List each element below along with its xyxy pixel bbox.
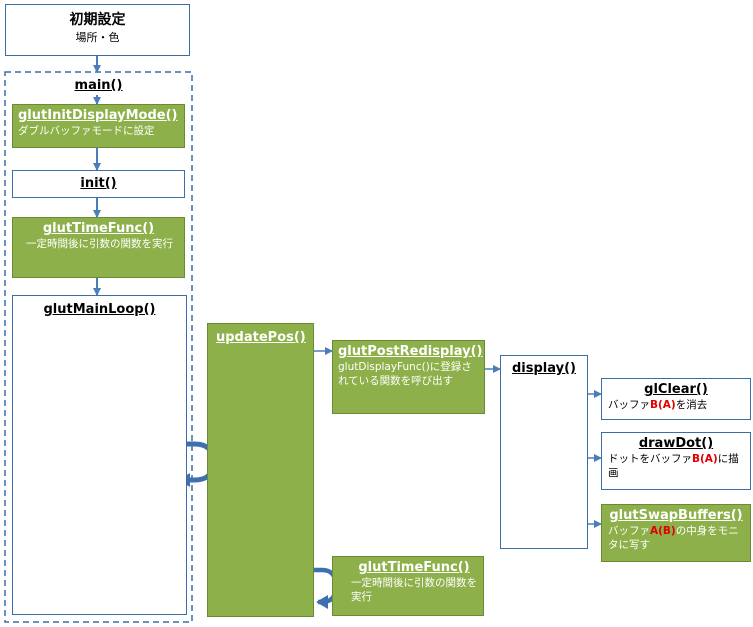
glClear-desc-post: を消去 — [675, 399, 708, 411]
glutTimeFunc-desc-1: 一定時間後に引数の関数を実行 — [26, 238, 173, 250]
glutInitDisplayMode-box: glutInitDisplayMode() ダブルバッファモードに設定 — [12, 104, 185, 148]
drawDot-box: drawDot() ドットをバッファB(A)に描画 — [601, 432, 751, 490]
main-label: main() — [5, 78, 192, 96]
drawDot-title: drawDot() — [638, 436, 714, 451]
glutInitDisplayMode-title: glutInitDisplayMode() — [18, 108, 178, 123]
glutSwapBuffers-desc-pre: バッファ — [608, 525, 650, 537]
updatePos-title: updatePos() — [216, 330, 306, 345]
glutTimeFunc-title-2: glutTimeFunc() — [358, 560, 470, 575]
init-box: init() — [12, 170, 185, 198]
glClear-title: glClear() — [644, 382, 708, 397]
glutPostRedisplay-desc: glutDisplayFunc()に登録されている関数を呼び出す — [338, 361, 472, 387]
init-settings-subtitle: 場所・色 — [75, 31, 120, 44]
glutSwapBuffers-desc-buffer: A(B) — [650, 525, 676, 537]
display-box: display() — [500, 355, 588, 549]
glClear-desc-buffer: B(A) — [650, 399, 676, 411]
init-settings-title: 初期設定 — [69, 12, 126, 28]
glutPostRedisplay-title: glutPostRedisplay() — [338, 344, 483, 359]
glutTimeFunc-desc-2: 一定時間後に引数の関数を実行 — [351, 577, 477, 603]
glClear-box: glClear() バッファB(A)を消去 — [601, 378, 751, 420]
updatePos-box: updatePos() — [207, 323, 314, 617]
drawDot-desc-pre: ドットをバッファ — [608, 453, 692, 465]
drawDot-desc-buffer: B(A) — [692, 453, 718, 465]
main-title: main() — [74, 78, 123, 93]
init-settings-box: 初期設定 場所・色 — [5, 4, 190, 56]
glutTimeFunc-box-1: glutTimeFunc() 一定時間後に引数の関数を実行 — [12, 217, 185, 278]
glutInitDisplayMode-desc: ダブルバッファモードに設定 — [18, 125, 155, 137]
drawDot-desc: ドットをバッファB(A)に描画 — [608, 452, 744, 480]
glutTimeFunc-box-2: glutTimeFunc() 一定時間後に引数の関数を実行 — [332, 556, 484, 616]
glutSwapBuffers-box: glutSwapBuffers() バッファA(B)の中身をモニタに写す — [601, 504, 751, 562]
glutPostRedisplay-box: glutPostRedisplay() glutDisplayFunc()に登録… — [332, 340, 485, 414]
drawDot-desc-post: に描画 — [608, 453, 739, 479]
glutTimeFunc-title-1: glutTimeFunc() — [42, 221, 155, 236]
init-title: init() — [80, 176, 117, 191]
glutMainLoop-title: glutMainLoop() — [43, 302, 156, 317]
glutSwapBuffers-desc-post: の中身をモニタに写す — [608, 525, 739, 551]
glutSwapBuffers-desc: バッファA(B)の中身をモニタに写す — [608, 524, 744, 552]
glClear-desc: バッファB(A)を消去 — [608, 398, 744, 412]
glClear-desc-pre: バッファ — [608, 399, 650, 411]
glutMainLoop-box: glutMainLoop() — [12, 295, 187, 615]
display-title: display() — [512, 361, 576, 376]
glutSwapBuffers-title: glutSwapBuffers() — [609, 508, 743, 523]
